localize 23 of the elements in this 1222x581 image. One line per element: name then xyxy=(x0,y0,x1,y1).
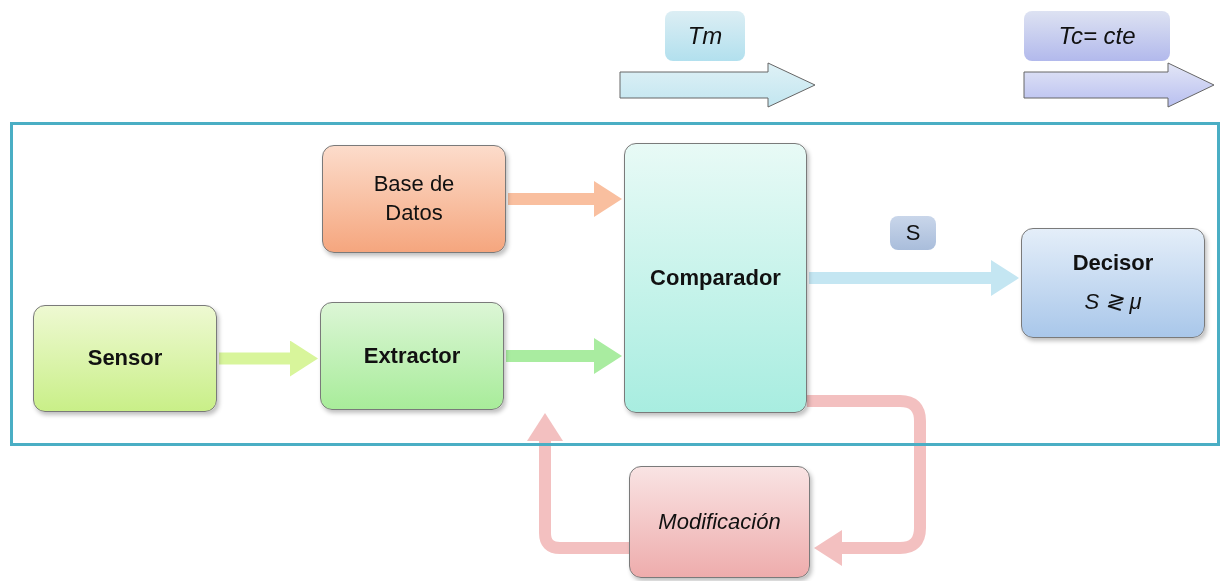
edge-label: S xyxy=(890,216,936,250)
process-box xyxy=(322,145,506,253)
box-label: Modificación xyxy=(657,507,782,536)
arrow xyxy=(527,413,629,554)
arrow xyxy=(809,260,1019,296)
arrow xyxy=(508,181,622,217)
process-box xyxy=(33,305,217,412)
system-frame xyxy=(10,122,1220,446)
process-box xyxy=(320,302,504,410)
process-box xyxy=(624,143,807,413)
time-label: Tm xyxy=(665,11,745,61)
box-label: Sensor xyxy=(86,344,164,373)
formula-text: S ≷ μ xyxy=(1083,288,1143,316)
arrow xyxy=(219,340,318,377)
box-label: Base de Datos xyxy=(372,170,456,227)
process-box xyxy=(1021,228,1205,338)
box-label: Comparador xyxy=(649,263,782,292)
box-label: Decisor xyxy=(1071,249,1155,278)
arrow xyxy=(807,395,926,566)
box-label: Extractor xyxy=(362,341,462,370)
arrow xyxy=(506,338,622,374)
time-label: Tc= cte xyxy=(1024,11,1170,61)
process-box xyxy=(629,466,810,578)
